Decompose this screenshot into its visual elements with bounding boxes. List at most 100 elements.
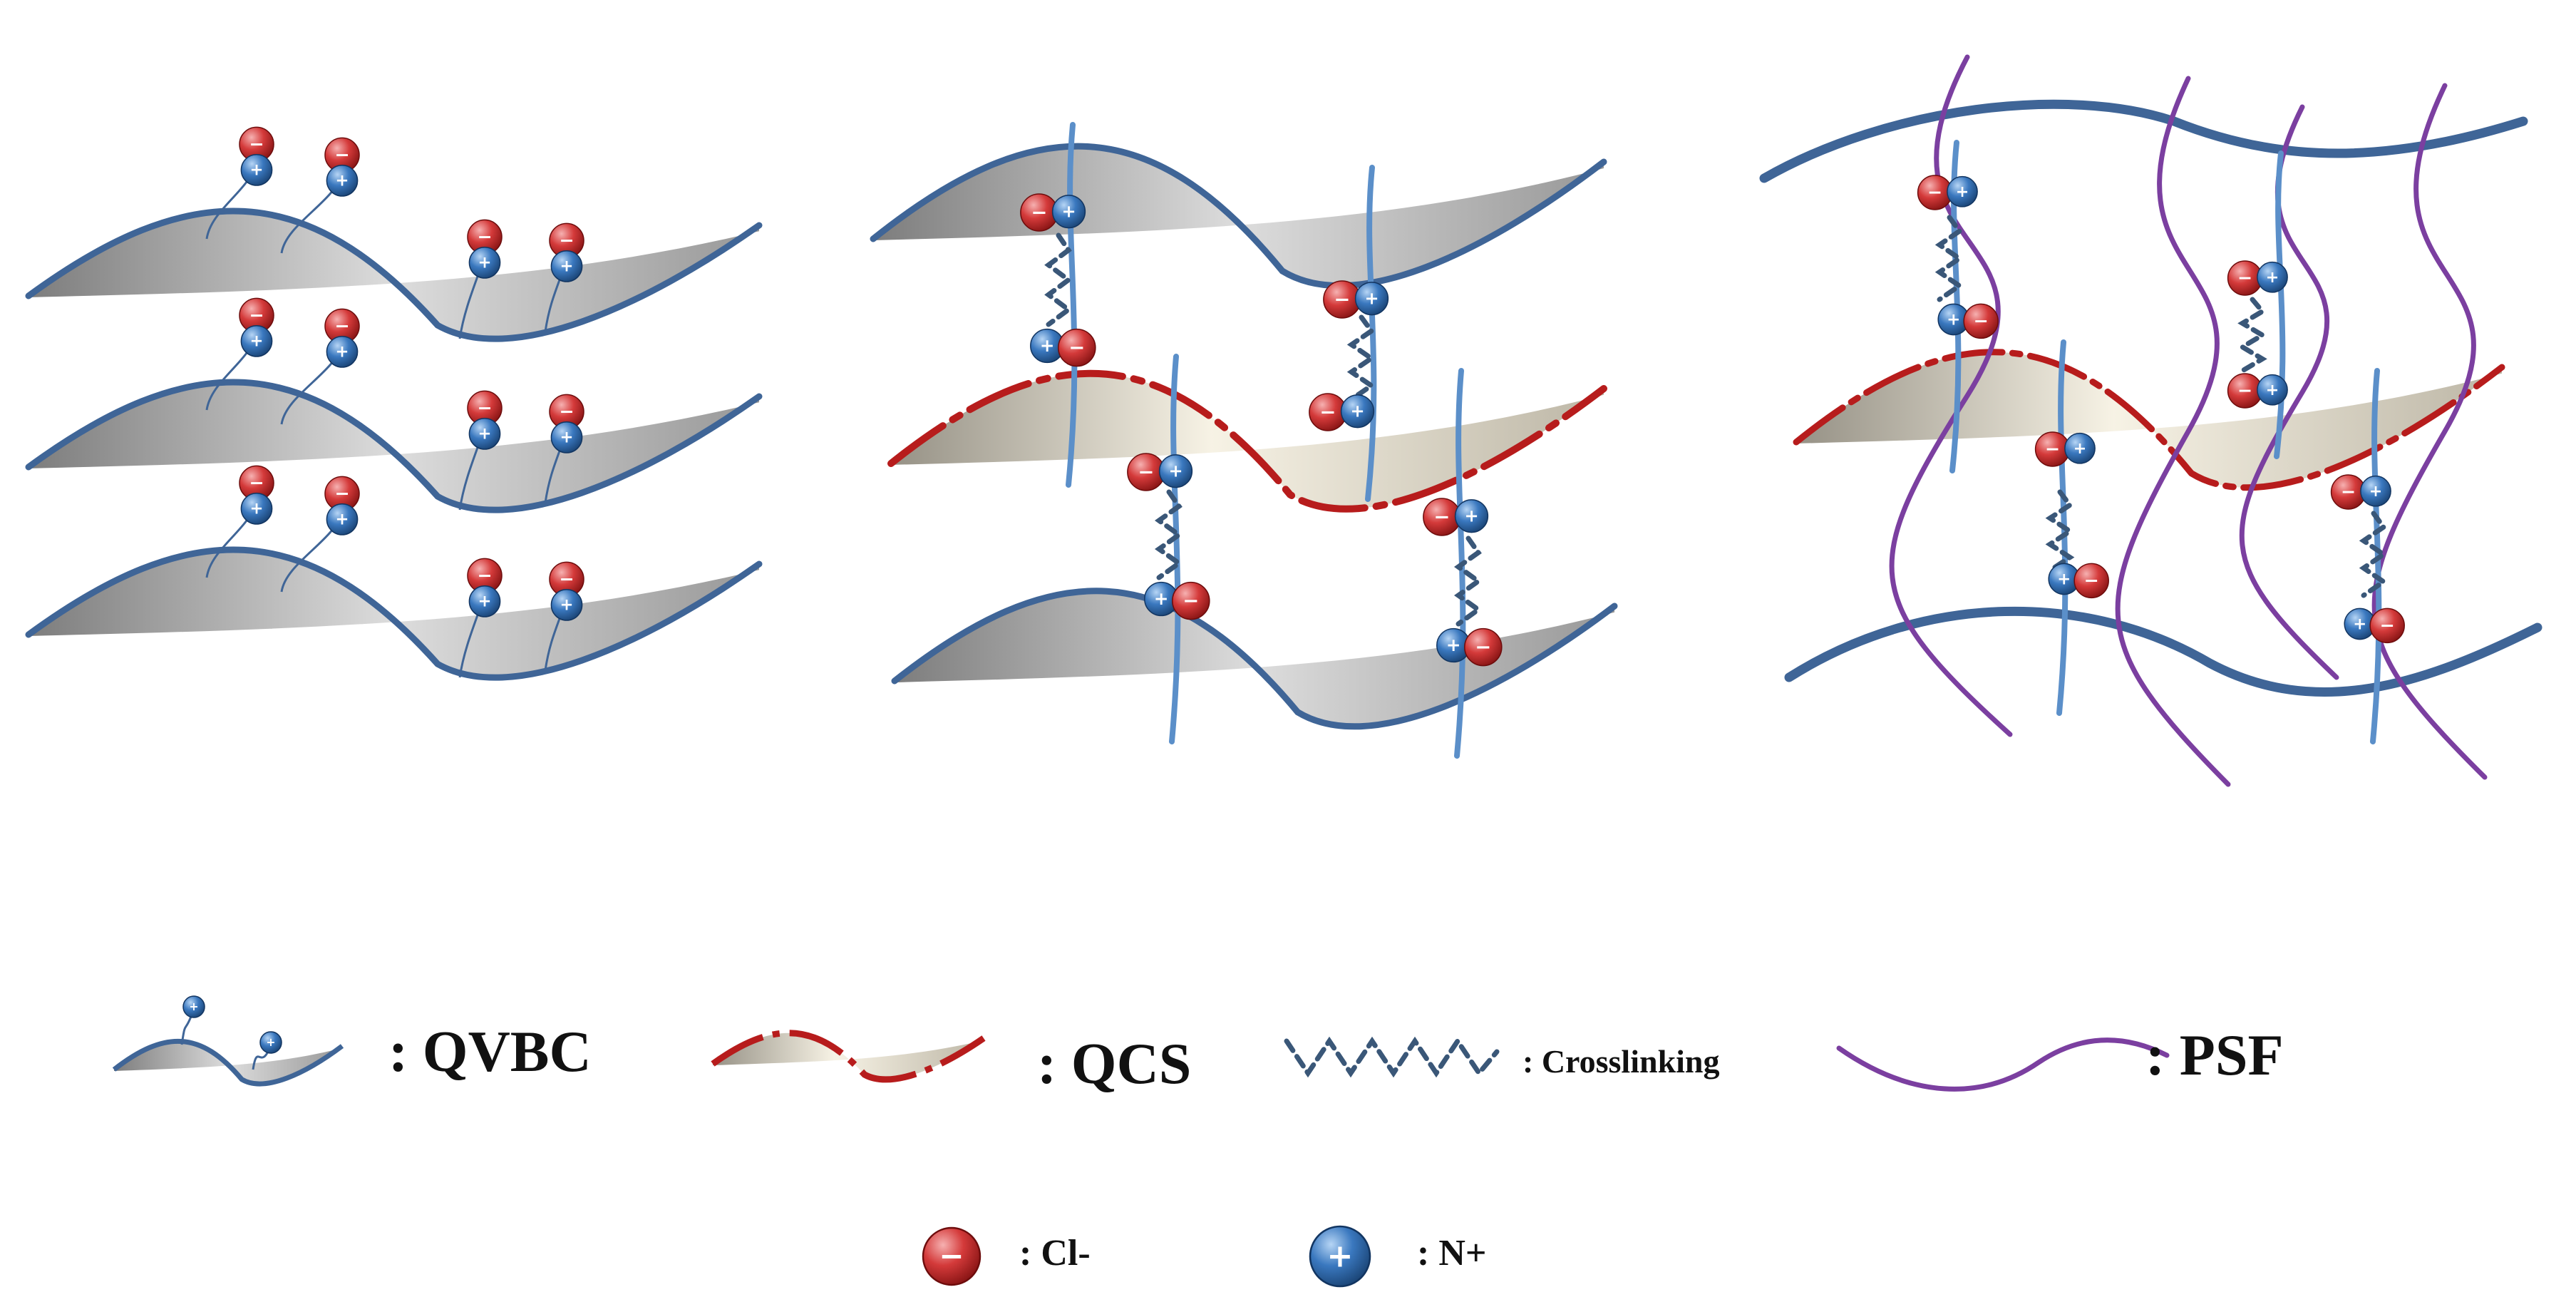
legend-chloride-label: : Cl- bbox=[1019, 1233, 1091, 1273]
ammonium-ion bbox=[1158, 454, 1193, 488]
qvbc-layer-3: −+−+−+−+ bbox=[25, 465, 763, 681]
legend-qvbc-symbol: ++ bbox=[112, 995, 344, 1087]
crosslink-bond bbox=[2359, 511, 2389, 598]
ammonium-ion bbox=[182, 995, 205, 1018]
minus-sign: − bbox=[1183, 590, 1199, 612]
chloride-ion bbox=[922, 1226, 982, 1286]
chloride-ion bbox=[2369, 608, 2405, 644]
vertical-qvbc-segment bbox=[2370, 368, 2382, 744]
polymer-sheet-shading bbox=[895, 590, 1614, 727]
ammonium-ion bbox=[2360, 475, 2391, 507]
qvbc-chain bbox=[25, 546, 763, 681]
minus-sign: − bbox=[1475, 636, 1491, 658]
plus-sign: + bbox=[1446, 635, 1461, 655]
minus-sign: − bbox=[2341, 481, 2356, 502]
polymer-sheet-shading bbox=[891, 373, 1604, 509]
legend-qcs-label: : QCS bbox=[1037, 1031, 1192, 1096]
chloride-ion bbox=[1172, 581, 1210, 620]
minus-sign: − bbox=[1334, 289, 1350, 311]
qvbc-chain-bottom bbox=[1784, 606, 2542, 697]
ammonium-ion bbox=[2064, 432, 2096, 464]
ammonium-ion bbox=[1051, 195, 1086, 229]
minus-sign: − bbox=[559, 230, 574, 251]
plus-sign: + bbox=[1350, 401, 1364, 421]
qvbc-chain bbox=[25, 207, 763, 342]
legend: ++ − + bbox=[112, 995, 2170, 1288]
ammonium-ion bbox=[1354, 282, 1389, 316]
polymer-sheet-shading bbox=[29, 549, 759, 678]
plus-sign: + bbox=[560, 429, 574, 447]
minus-sign: − bbox=[1068, 337, 1085, 359]
chloride-ion bbox=[1058, 328, 1096, 367]
panel-qvbc-layers: −+−+−+−+−+−+−+−+−+−+−+−+ bbox=[25, 126, 763, 681]
plus-sign: + bbox=[478, 593, 492, 611]
plus-sign: + bbox=[1947, 310, 1960, 329]
qcs-middle-psf bbox=[1793, 349, 2505, 491]
crosslink-bond bbox=[1284, 1036, 1500, 1078]
ammonium-ion bbox=[1454, 499, 1489, 533]
legend-crosslinking-symbol bbox=[1284, 1036, 1500, 1078]
ammonium-ion bbox=[240, 493, 273, 525]
plus-sign: + bbox=[2266, 268, 2279, 287]
ammonium-ion bbox=[468, 418, 501, 450]
minus-sign: − bbox=[559, 569, 574, 590]
ammonium-ion bbox=[326, 336, 359, 368]
polymer-sheet-shading bbox=[29, 381, 759, 511]
minus-sign: − bbox=[2045, 439, 2060, 459]
qvbc-bottom bbox=[891, 588, 1618, 730]
psf-chain bbox=[2371, 83, 2488, 780]
plus-sign: + bbox=[250, 332, 264, 351]
polymer-sheet-shading bbox=[873, 146, 1604, 286]
ammonium-ion bbox=[240, 154, 273, 186]
qvbc-top bbox=[870, 143, 1607, 289]
ammonium-ion bbox=[468, 585, 501, 617]
minus-sign: − bbox=[2237, 267, 2252, 288]
minus-sign: − bbox=[1433, 506, 1450, 528]
legend-ammonium-label: : N+ bbox=[1417, 1233, 1487, 1273]
minus-sign: − bbox=[2084, 570, 2099, 591]
vertical-qvbc-segment bbox=[2274, 150, 2286, 459]
plus-sign: + bbox=[1040, 335, 1055, 356]
qcs-chain bbox=[1793, 349, 2505, 491]
chloride-ion bbox=[1963, 303, 1999, 339]
qcs-chain bbox=[887, 369, 1607, 513]
crosslink-bond bbox=[2237, 297, 2267, 374]
plus-sign: + bbox=[336, 343, 349, 362]
minus-sign: − bbox=[477, 227, 492, 247]
minus-sign: − bbox=[559, 401, 574, 422]
plus-sign: + bbox=[560, 257, 574, 276]
plus-sign: + bbox=[189, 1000, 198, 1013]
ammonium-ion bbox=[1947, 175, 1978, 207]
psf-chain bbox=[2115, 76, 2231, 787]
plus-sign: + bbox=[1327, 1238, 1354, 1274]
legend-ammonium-symbol: + bbox=[1309, 1225, 1371, 1288]
legend-chloride-symbol: − bbox=[922, 1226, 982, 1286]
crosslink-bond bbox=[1453, 535, 1483, 627]
plus-sign: + bbox=[2057, 570, 2071, 588]
minus-sign: − bbox=[1927, 182, 1942, 203]
legend-psf-label: : PSF bbox=[2145, 1022, 2284, 1087]
vertical-qvbc-segment bbox=[1454, 368, 1466, 759]
chloride-ion bbox=[1464, 627, 1503, 667]
minus-sign: − bbox=[2237, 380, 2252, 401]
ammonium-ion bbox=[2257, 374, 2288, 406]
plus-sign: + bbox=[1168, 461, 1183, 481]
plus-sign: + bbox=[1956, 183, 1969, 201]
qcs-chain bbox=[711, 1030, 986, 1083]
qvbc-chain bbox=[891, 588, 1618, 730]
crosslink-bond bbox=[1346, 314, 1376, 402]
minus-sign: − bbox=[249, 134, 264, 155]
minus-sign: − bbox=[477, 565, 492, 586]
minus-sign: − bbox=[1138, 461, 1154, 483]
minus-sign: − bbox=[249, 305, 264, 326]
vertical-qvbc-segment bbox=[1169, 354, 1181, 744]
plus-sign: + bbox=[2369, 482, 2383, 501]
chloride-ion bbox=[2073, 563, 2109, 599]
ammonium-ion bbox=[550, 421, 583, 453]
ammonium-ion bbox=[326, 503, 359, 535]
minus-sign: − bbox=[477, 398, 492, 419]
polymer-sheet-shading bbox=[29, 210, 759, 339]
plus-sign: + bbox=[560, 596, 574, 615]
ammonium-ion bbox=[2257, 261, 2288, 293]
plus-sign: + bbox=[478, 254, 492, 272]
